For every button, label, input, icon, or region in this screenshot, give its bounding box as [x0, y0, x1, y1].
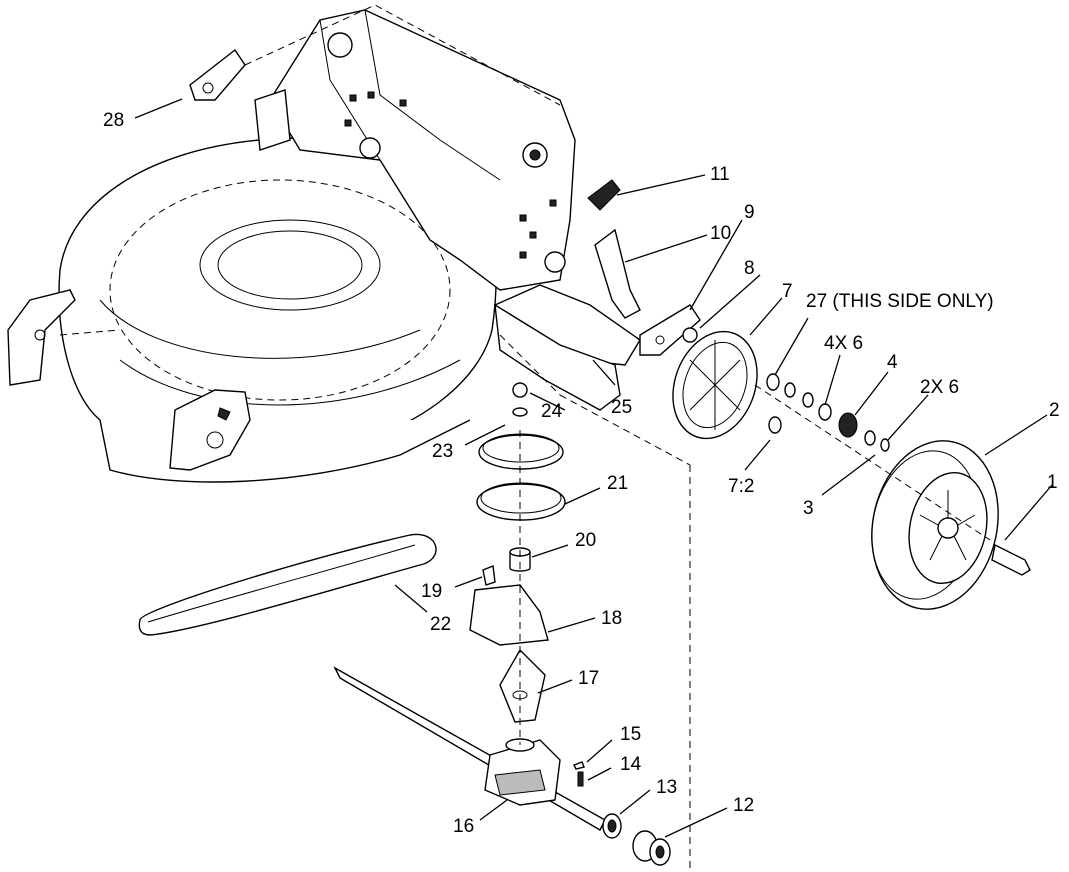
part-10-lever: [594, 228, 641, 319]
callout-28: 28: [103, 110, 124, 131]
callout-labels: 28 11 10 9 8 7 27 (THIS SIDE ONLY) 4X 6 …: [103, 110, 1060, 837]
part-9-plate: [639, 304, 701, 356]
callout-19: 19: [421, 581, 442, 602]
callout-22: 22: [430, 614, 451, 635]
part-16-gearbox: [484, 738, 561, 806]
part-28-hole: [202, 82, 214, 94]
callout-9: 9: [744, 202, 755, 223]
part-8-clip: [682, 327, 698, 343]
callout-4: 4: [887, 352, 898, 373]
callout-8: 8: [744, 258, 755, 279]
part-11-knob: [587, 179, 621, 211]
part-21-pulley: [476, 482, 566, 521]
callout-7-2: 7:2: [728, 476, 754, 497]
callout-21: 21: [607, 473, 628, 494]
callout-16: 16: [453, 816, 474, 837]
callout-7: 7: [782, 281, 793, 302]
part-1-bolt: [991, 543, 1031, 576]
part-17-plate: [499, 648, 546, 723]
callout-15: 15: [620, 724, 641, 745]
part-9-hole: [655, 335, 665, 345]
callout-1: 1: [1047, 472, 1058, 493]
part-24-nut: [512, 382, 528, 398]
callout-20: 20: [575, 530, 596, 551]
part-15-key: [573, 761, 585, 770]
part-18-bracket: [469, 584, 549, 646]
callout-18: 18: [601, 608, 622, 629]
callout-14: 14: [620, 754, 642, 775]
callout-17: 17: [578, 668, 599, 689]
part-28-bracket: [189, 48, 246, 101]
axle-small-parts: [766, 373, 890, 452]
axle-shaft: [333, 666, 606, 831]
callout-23: 23: [432, 441, 453, 462]
callout-12: 12: [733, 795, 754, 816]
part-24-washer: [512, 407, 528, 417]
callout-2x6: 2X 6: [920, 377, 959, 398]
part-14-pin: [577, 771, 584, 787]
callout-4x6: 4X 6: [824, 333, 863, 354]
callout-2: 2: [1049, 400, 1060, 421]
part-22-belt-inner: [147, 544, 416, 623]
part-25-cover: [494, 303, 621, 411]
part-2-wheel: [871, 440, 999, 610]
part-23-pulley: [478, 433, 564, 470]
part-7-wheel-hub: [672, 330, 758, 440]
leader-lines: [134, 98, 1053, 838]
callout-27: 27 (THIS SIDE ONLY): [806, 291, 994, 312]
part-13-bushing: [602, 813, 622, 839]
callout-24: 24: [541, 401, 563, 422]
rear-chassis: [254, 9, 641, 366]
callout-11: 11: [710, 164, 730, 185]
callout-13: 13: [656, 777, 677, 798]
alignment-lines: [59, 4, 991, 870]
part-12-bearing: [632, 830, 671, 866]
callout-10: 10: [710, 223, 731, 244]
callout-25: 25: [611, 397, 632, 418]
part-20-spacer: [509, 547, 531, 572]
callout-3: 3: [803, 498, 814, 519]
part-19-bolt: [482, 565, 496, 586]
part-22-belt: [138, 533, 437, 636]
mower-deck: [7, 137, 497, 483]
